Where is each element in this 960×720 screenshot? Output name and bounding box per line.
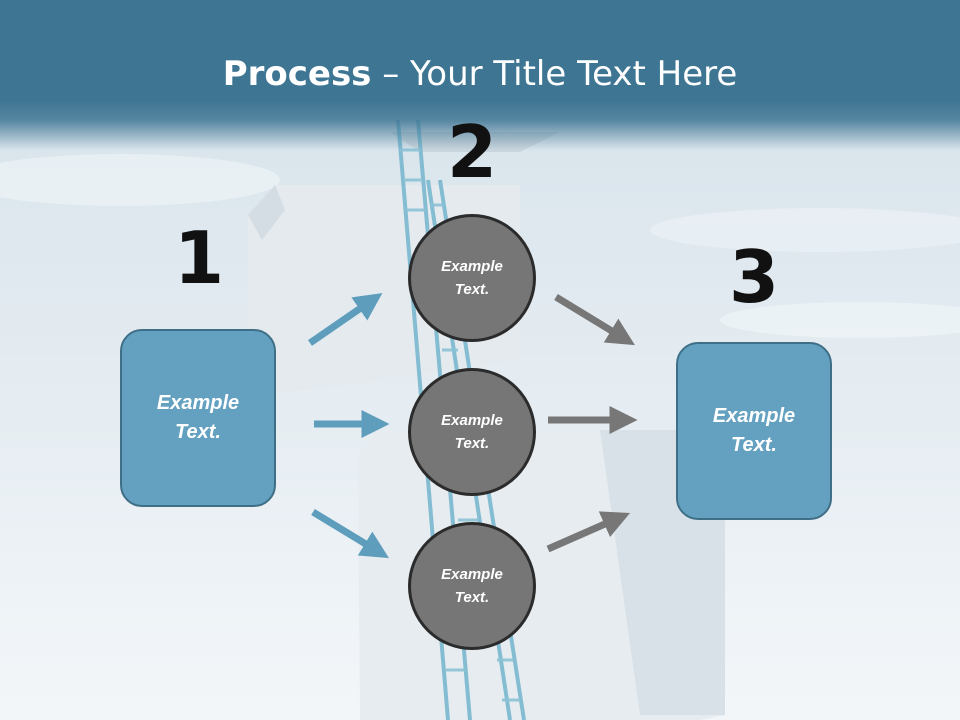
slide-title: Process – Your Title Text Here xyxy=(0,52,960,96)
title-rest: – Your Title Text Here xyxy=(371,54,738,94)
circle-text: Example Text. xyxy=(441,566,503,606)
title-bold: Process xyxy=(222,54,372,94)
step-2-circle-middle: Example Text. xyxy=(408,368,536,496)
step-1-box-text: Example Text. xyxy=(156,392,240,443)
arrow-top-to-3 xyxy=(554,294,635,346)
circle-text: Example Text. xyxy=(441,412,503,452)
step-number-2: 2 xyxy=(446,110,498,194)
arrow-1-to-bottom xyxy=(311,509,389,559)
step-number-3: 3 xyxy=(728,235,780,319)
step-3-box-text: Example Text. xyxy=(712,405,796,456)
arrow-1-to-top xyxy=(308,293,383,346)
title-band xyxy=(0,0,960,150)
arrow-bottom-to-3 xyxy=(546,511,631,553)
step-3-box: Example Text. xyxy=(676,342,832,520)
step-2-circle-bottom: Example Text. xyxy=(408,522,536,650)
step-number-1: 1 xyxy=(173,216,225,300)
circle-text: Example Text. xyxy=(441,258,503,298)
step-2-circle-top: Example Text. xyxy=(408,214,536,342)
step-1-box: Example Text. xyxy=(120,329,276,507)
